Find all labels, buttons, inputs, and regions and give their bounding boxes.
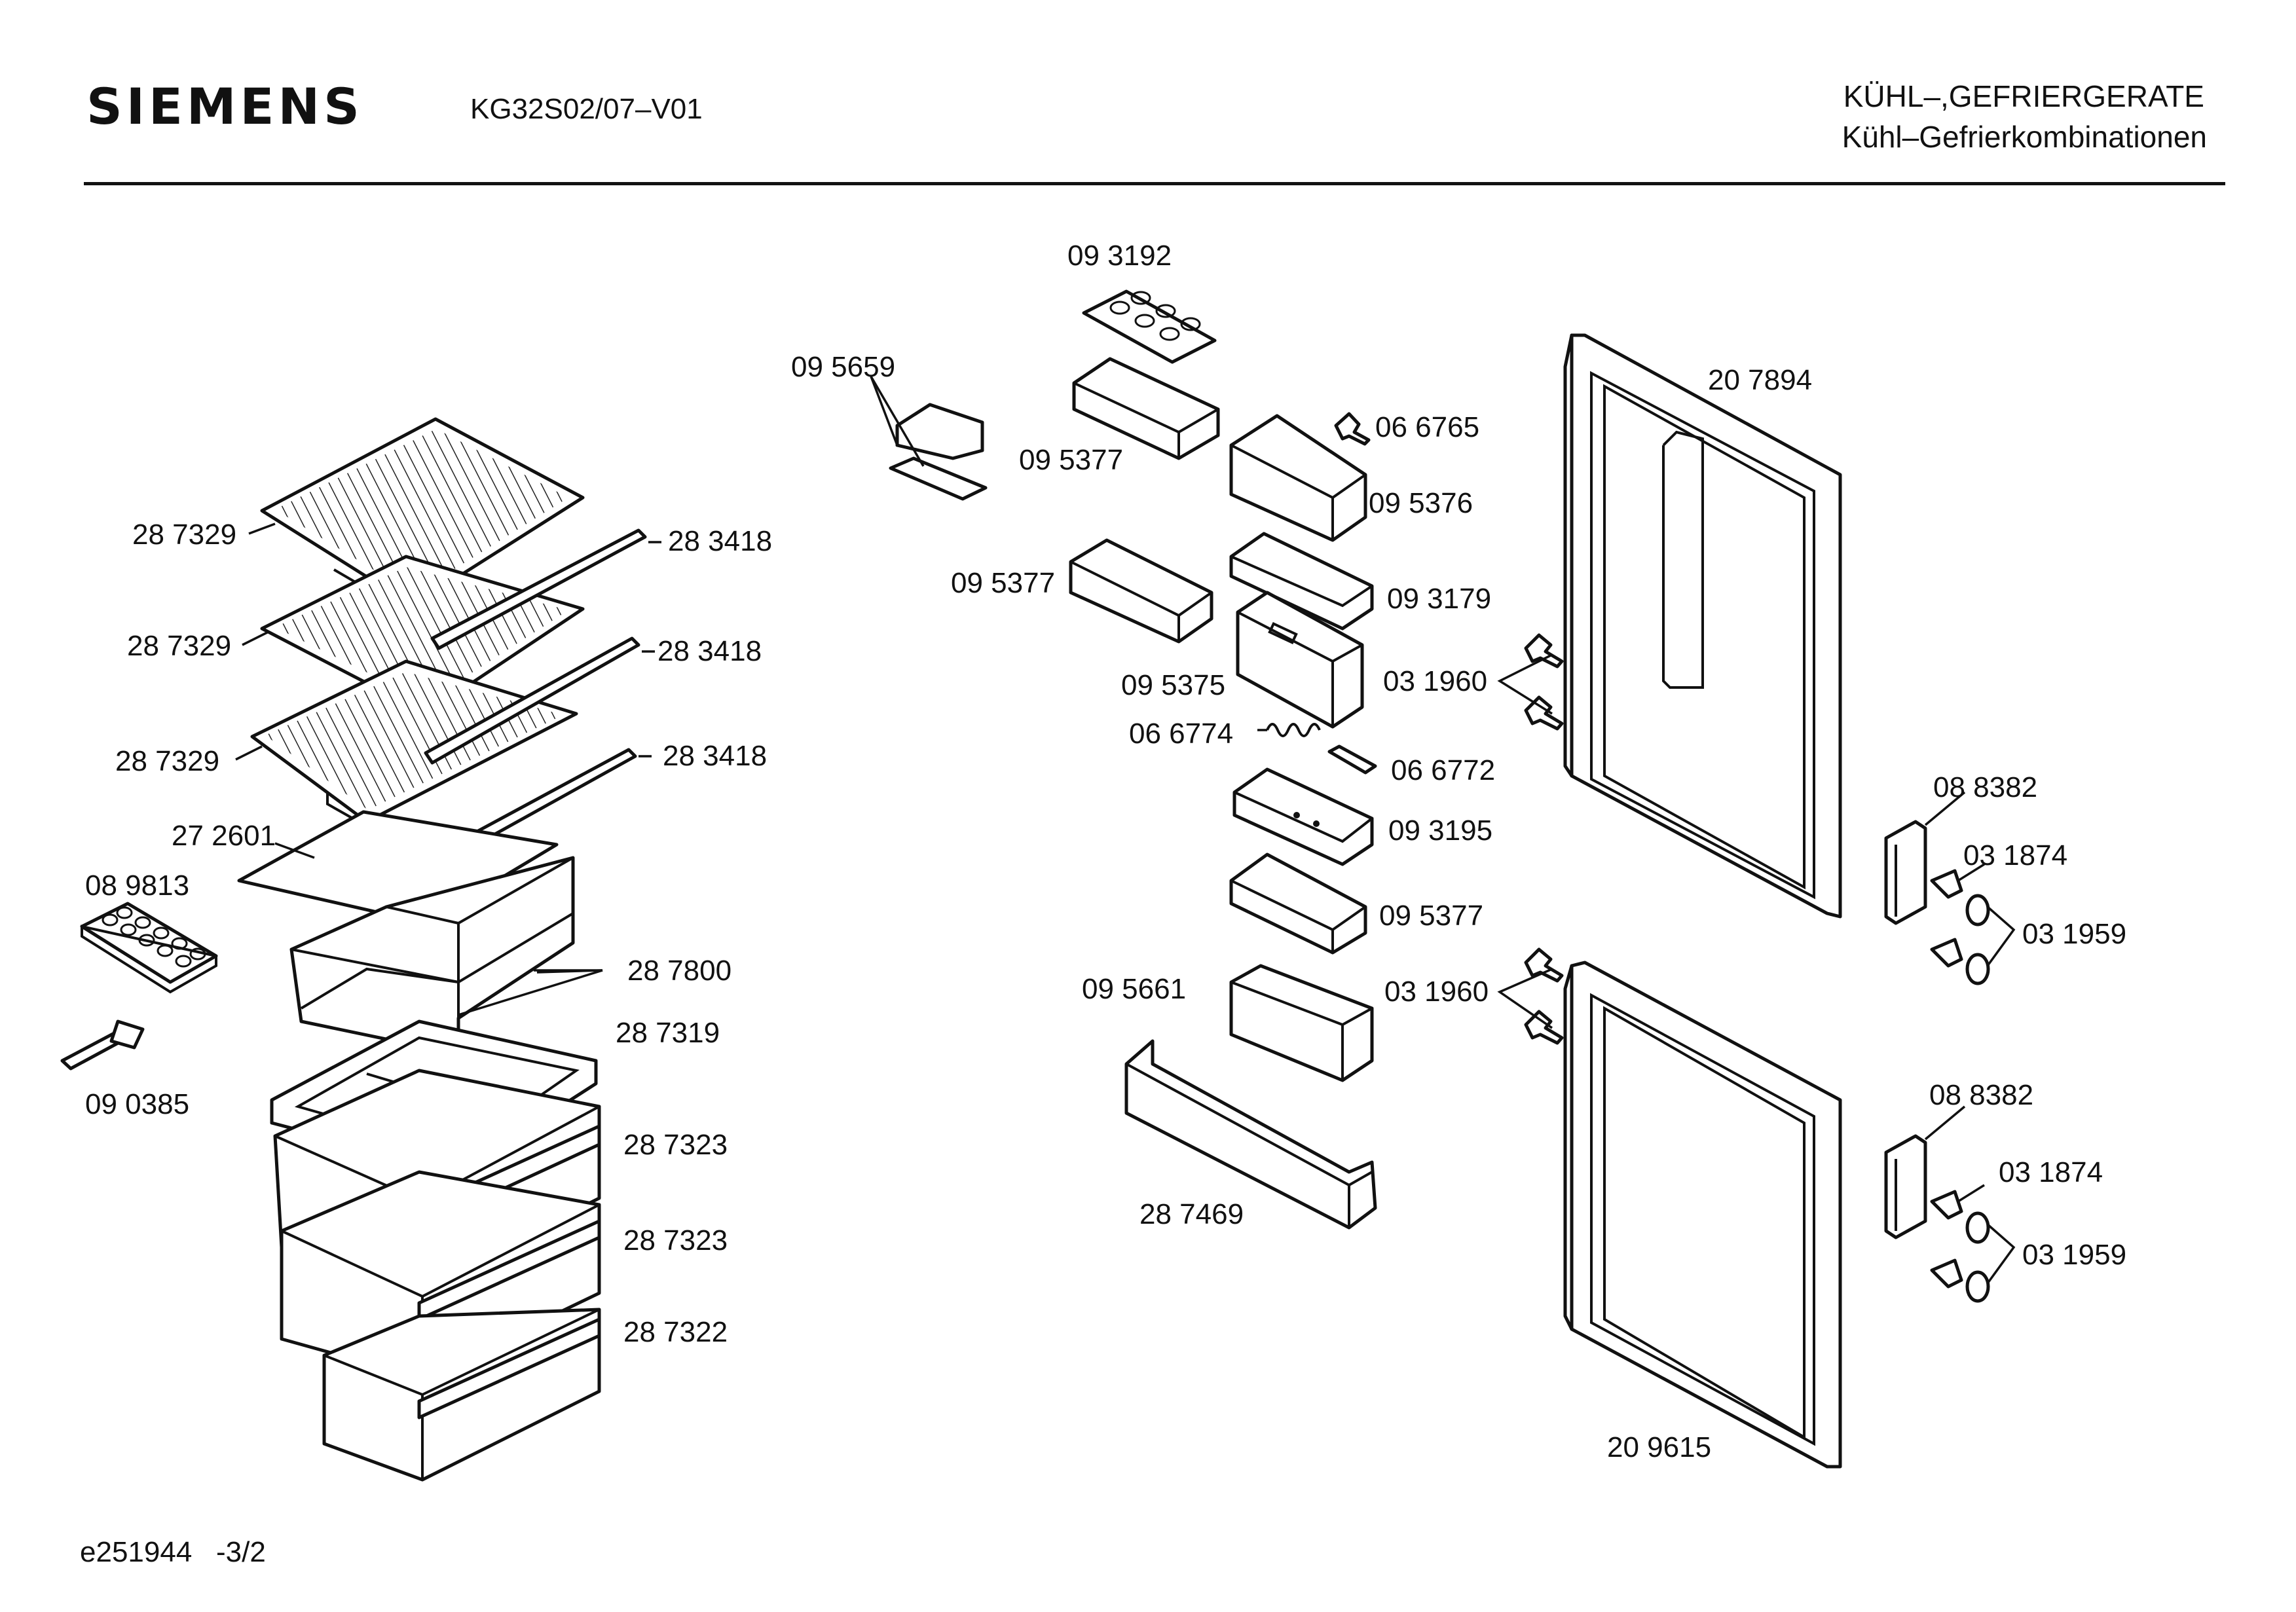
label-part-066772: 06 6772 [1391,754,1496,786]
label-part-031960-upper: 03 1960 [1383,665,1488,697]
label-part-287322: 28 7322 [623,1316,728,1348]
label-part-093195: 09 3195 [1388,815,1493,847]
label-part-095377-bottom: 09 5377 [1379,900,1484,932]
bin-pin [1327,744,1377,775]
label-part-287329-bottom: 28 7329 [115,745,220,777]
label-part-287329-middle: 28 7329 [127,630,232,662]
upper-door [1563,333,1842,919]
crisper-drawer-pair [289,856,575,1056]
drawing-reference: e251944 -3/2 [80,1536,266,1568]
hinge-bracket-lower [1884,1105,1966,1239]
label-part-066774: 06 6774 [1129,718,1234,750]
door-bin-deep [1236,591,1364,729]
label-part-088382-lower: 08 8382 [1929,1079,2034,1111]
glass-shelf-bottom [250,659,578,828]
label-part-287319: 28 7319 [616,1017,720,1049]
header-divider [84,182,2225,185]
label-part-287323-upper: 28 7323 [623,1129,728,1161]
category-title: KÜHL–,GEFRIERGERATE [1843,79,2204,113]
bushes-washers-lower [1930,1184,2016,1303]
door-bin-shelf [1229,532,1374,631]
label-part-095377-top: 09 5377 [1019,444,1124,476]
label-part-031874-lower: 03 1874 [1999,1156,2103,1188]
label-part-287329-top: 28 7329 [132,519,237,551]
door-bin-lower-small [1229,852,1367,955]
label-part-090385: 09 0385 [85,1088,190,1120]
door-bin-lid-upper [1229,414,1367,542]
spring [1257,723,1321,737]
shelf-trim-strip-1 [430,528,647,650]
door-bin-left-middle [1069,538,1213,644]
left-leader-lines [235,522,661,1016]
label-part-093192: 09 3192 [1067,240,1172,272]
label-part-031959-upper: 03 1959 [2022,918,2127,950]
lower-door [1563,961,1842,1469]
label-part-088382-upper: 08 8382 [1933,771,2038,803]
label-part-095661: 09 5661 [1082,973,1187,1005]
cover-plate [237,810,559,925]
hinge-bracket-upper [1884,791,1966,925]
label-part-272601: 27 2601 [172,820,276,852]
label-part-095375: 09 5375 [1121,669,1226,701]
model-number: KG32S02/07–V01 [470,93,703,125]
label-part-089813: 08 9813 [85,870,190,902]
hinge-screws-upper [1497,633,1564,731]
label-part-287469: 28 7469 [1139,1198,1244,1230]
door-bin-flap [1232,767,1374,866]
category-subtitle: Kühl–Gefrierkombinationen [1842,120,2207,154]
label-part-031960-lower: 03 1960 [1384,976,1489,1008]
brand-logo: SIEMENS [86,77,363,136]
label-part-095659: 09 5659 [791,351,896,383]
bottle-shelf [1124,1039,1377,1230]
label-part-093179: 09 3179 [1387,583,1492,615]
door-bin-bottle-small [1229,964,1374,1082]
label-part-287800: 28 7800 [627,955,732,987]
label-part-066765: 06 6765 [1375,411,1480,443]
label-part-207894: 20 7894 [1708,364,1813,396]
label-part-031874-upper: 03 1874 [1963,839,2068,871]
bushes-washers-upper [1930,863,2016,985]
label-part-283418-middle: 28 3418 [657,635,762,667]
label-part-283418-top: 28 3418 [668,525,773,557]
label-part-283418-bottom: 28 3418 [663,740,768,772]
door-stop-screw [1334,412,1371,446]
label-part-095376: 09 5376 [1369,487,1473,519]
hinge-screws-lower [1497,947,1564,1045]
label-part-095377-middle: 09 5377 [951,567,1056,599]
ice-scraper [60,1019,145,1071]
label-part-031959-lower: 03 1959 [2022,1239,2127,1271]
label-part-209615: 20 9615 [1607,1431,1712,1463]
glass-shelf-top [260,417,585,618]
butter-compartment [870,376,988,501]
freezer-drawer-lower [322,1308,601,1482]
egg-tray [1082,289,1217,364]
door-bin-upper-small [1072,357,1220,460]
ice-cube-tray [80,902,218,994]
label-part-287323-lower: 28 7323 [623,1224,728,1256]
shelf-trim-strip-2 [424,636,640,765]
